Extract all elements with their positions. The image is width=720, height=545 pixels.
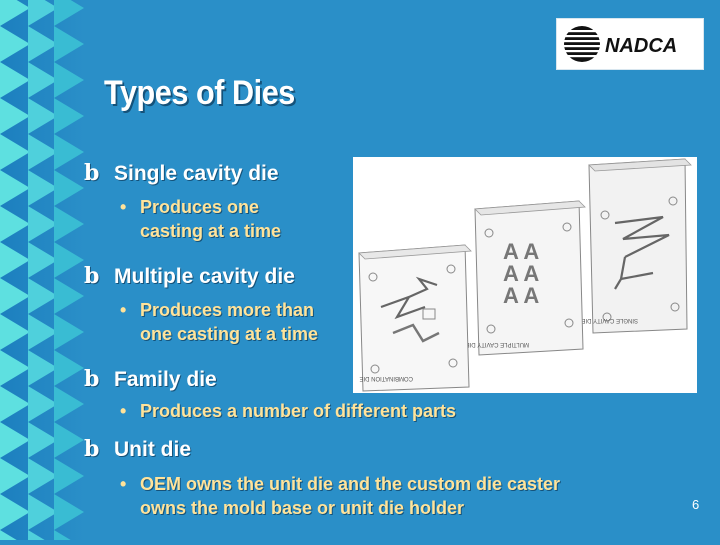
decorative-triangle — [54, 422, 84, 458]
decorative-triangle — [28, 494, 58, 530]
decorative-triangle — [28, 530, 53, 545]
decorative-triangle — [28, 422, 58, 458]
bullet-icon: b — [84, 366, 100, 392]
decorative-triangle — [54, 170, 84, 206]
decorative-triangle — [0, 278, 30, 314]
decorative-triangle — [28, 98, 58, 134]
svg-text:MULTIPLE CAVITY DIE: MULTIPLE CAVITY DIE — [466, 341, 529, 347]
svg-text:NADCA: NADCA — [605, 35, 677, 57]
decorative-triangle — [54, 278, 84, 314]
decorative-triangle — [28, 386, 58, 422]
nadca-logo: NADCA — [556, 18, 704, 70]
sub-bullet-dot-icon: • — [120, 197, 127, 217]
globe-icon — [562, 26, 602, 62]
decorative-triangle — [0, 422, 30, 458]
decorative-triangle — [54, 0, 84, 26]
decorative-triangle — [54, 458, 84, 494]
decorative-triangle — [0, 314, 30, 350]
bullet-item-single-cavity: b Single cavity die — [84, 160, 279, 186]
decorative-triangle — [54, 386, 84, 422]
svg-text:A A: A A — [503, 261, 539, 286]
decorative-triangle — [28, 278, 58, 314]
sub-bullet-item: • OEM owns the unit die and the custom d… — [120, 472, 560, 520]
decorative-triangle — [28, 170, 58, 206]
decorative-triangle — [54, 314, 84, 350]
sub-bullet-dot-icon: • — [120, 300, 127, 320]
decorative-triangle — [0, 98, 30, 134]
decorative-triangle-strip — [0, 0, 84, 545]
decorative-triangle — [54, 98, 84, 134]
decorative-triangle — [0, 26, 30, 62]
bullet-icon: b — [84, 263, 100, 289]
decorative-triangle — [0, 458, 30, 494]
decorative-triangle — [0, 530, 25, 545]
decorative-triangle — [54, 62, 84, 98]
sub-bullet-text: Produces a number of different parts — [140, 401, 457, 421]
svg-text:A A: A A — [503, 239, 539, 264]
bullet-item-unit-die: b Unit die — [84, 436, 191, 462]
decorative-triangle — [0, 134, 30, 170]
decorative-triangle — [28, 26, 58, 62]
decorative-triangle — [0, 170, 30, 206]
decorative-triangle — [54, 134, 84, 170]
decorative-triangle — [28, 62, 58, 98]
multiple-cavity-die-block: A A A A A A MULTIPLE CAVITY DIE — [466, 200, 586, 356]
decorative-triangle — [54, 530, 79, 545]
bullet-icon: b — [84, 436, 100, 462]
sub-bullet-item: • Produces a number of different parts — [120, 399, 456, 423]
decorative-triangle — [28, 134, 58, 170]
decorative-triangle — [54, 350, 84, 386]
bullet-text: Multiple cavity die — [114, 265, 295, 288]
bullet-icon: b — [84, 160, 100, 186]
decorative-triangle — [28, 242, 58, 278]
slide-title: Types of Dies — [104, 74, 295, 112]
bullet-text: Family die — [114, 368, 217, 391]
decorative-triangle — [28, 206, 58, 242]
decorative-triangle — [0, 494, 30, 530]
decorative-triangle — [0, 386, 30, 422]
decorative-triangle — [28, 0, 58, 26]
decorative-triangle — [28, 350, 58, 386]
family-die-block: COMBINATION DIE — [358, 244, 472, 392]
sub-bullet-text: OEM owns the unit die and the custom die… — [140, 474, 561, 518]
sub-bullet-item: • Produces more than one casting at a ti… — [120, 298, 318, 346]
single-cavity-die-block: SINGLE CAVITY DIE — [582, 158, 692, 334]
bullet-text: Unit die — [114, 438, 191, 461]
decorative-triangle — [54, 494, 84, 530]
bullet-item-family-die: b Family die — [84, 366, 217, 392]
decorative-triangle — [28, 314, 58, 350]
decorative-triangle — [54, 206, 84, 242]
decorative-triangle — [54, 242, 84, 278]
sub-bullet-dot-icon: • — [120, 401, 127, 421]
decorative-triangle — [54, 26, 84, 62]
svg-text:COMBINATION DIE: COMBINATION DIE — [359, 375, 413, 381]
die-types-illustration: SINGLE CAVITY DIE A A A A A A MULTIPLE C… — [353, 157, 697, 393]
decorative-triangle — [0, 62, 30, 98]
decorative-triangle — [28, 458, 58, 494]
sub-bullet-text: Produces more than one casting at a time — [140, 300, 319, 344]
svg-text:SINGLE CAVITY DIE: SINGLE CAVITY DIE — [582, 317, 638, 323]
page-number: 6 — [692, 497, 700, 512]
bullet-text: Single cavity die — [114, 162, 279, 185]
sub-bullet-text: Produces one casting at a time — [140, 197, 282, 241]
svg-text:A A: A A — [503, 283, 539, 308]
decorative-triangle — [0, 0, 30, 26]
decorative-triangle — [0, 206, 30, 242]
decorative-triangle — [0, 350, 30, 386]
sub-bullet-dot-icon: • — [120, 474, 127, 494]
decorative-triangle — [0, 242, 30, 278]
sub-bullet-item: • Produces one casting at a time — [120, 195, 281, 243]
bullet-item-multiple-cavity: b Multiple cavity die — [84, 263, 295, 289]
